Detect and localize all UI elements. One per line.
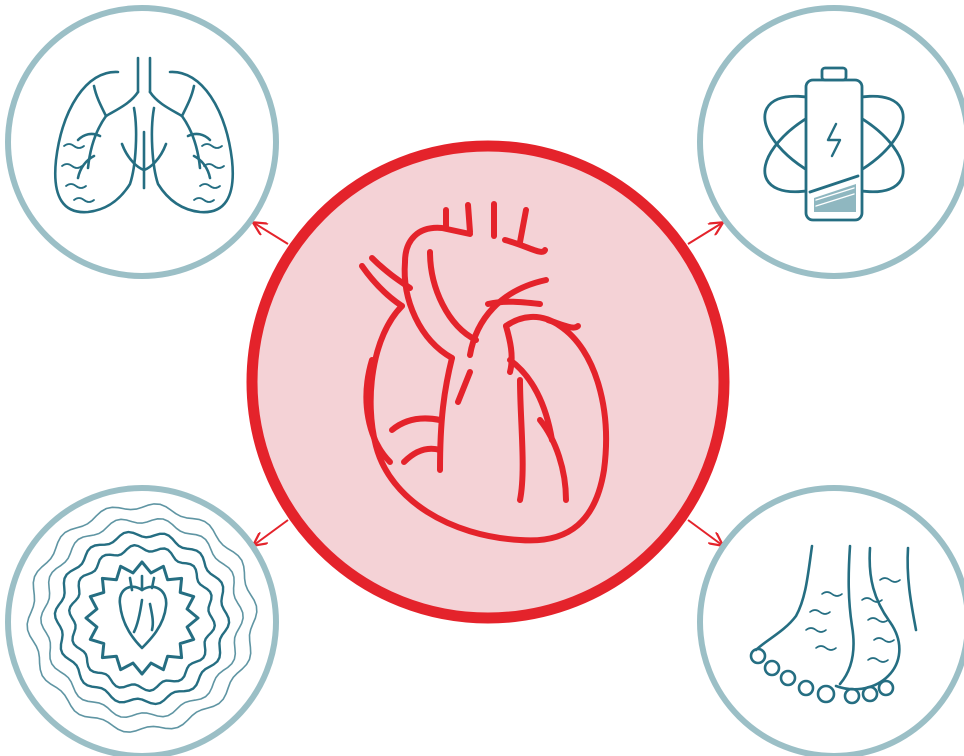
- satellite-feet: [700, 488, 964, 756]
- satellite-lungs: [8, 8, 276, 276]
- arrow-to-battery: [688, 223, 722, 244]
- center-heart-node: [252, 146, 724, 618]
- satellite-battery: [700, 8, 964, 276]
- arrow-to-feet: [688, 520, 722, 545]
- center-circle: [252, 146, 724, 618]
- arrow-to-palpitations: [254, 520, 288, 545]
- arrow-to-lungs: [254, 223, 288, 244]
- lungs-circle: [8, 8, 276, 276]
- palpitations-circle: [8, 488, 276, 756]
- feet-circle: [700, 488, 964, 756]
- satellite-palpitations: [8, 488, 276, 756]
